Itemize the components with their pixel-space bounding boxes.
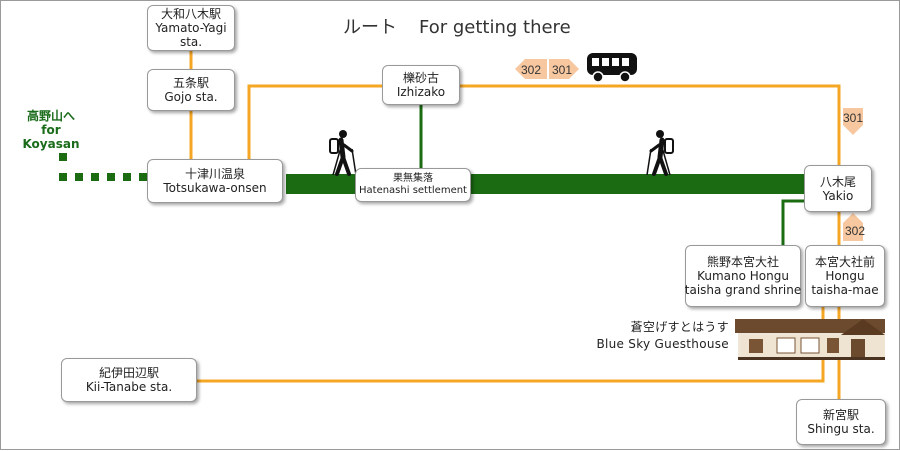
arrow-301-right: 301: [549, 59, 579, 79]
station-name-en: Totsukawa-onsen: [163, 181, 267, 195]
station-name-en: Kumano Hongu: [697, 269, 789, 283]
route-302-label: 302: [521, 63, 541, 77]
hiker-icon: [646, 130, 674, 176]
station-name-en: Shingu sta.: [807, 422, 875, 436]
station-shingu: 新宮駅 Shingu sta.: [796, 399, 886, 445]
koyasan-dotted-trail: [59, 153, 147, 181]
arrow-302-up: 302: [843, 213, 865, 241]
station-name-en: Kii-Tanabe sta.: [85, 380, 173, 394]
station-name-en: Gojo sta.: [164, 90, 218, 104]
station-name-ja: 本宮大社前: [814, 255, 875, 269]
station-name-en-2: sta.: [179, 35, 203, 49]
route-301-label: 301: [552, 63, 572, 77]
title-ja: ルート: [343, 17, 397, 38]
station-name-en: Hongu: [825, 269, 865, 283]
arrow-302-left: 302: [515, 59, 547, 79]
trail-yakio-hongu: [781, 199, 808, 251]
station-totsukawa-onsen: 十津川温泉 Totsukawa-onsen: [147, 159, 283, 203]
guesthouse-label: 蒼空げすとはうす Blue Sky Guesthouse: [596, 319, 729, 353]
koyasan-direction-label: 高野山へ for Koyasan: [11, 109, 91, 151]
station-name-ja: 果無集落: [393, 173, 433, 184]
station-name-en-2: taisha grand shrine: [684, 283, 802, 297]
station-yamato-yagi: 大和八木駅 Yamato-Yagi sta.: [147, 5, 235, 51]
guesthouse-name-ja: 蒼空げすとはうす: [630, 320, 729, 334]
station-name-ja: 熊野本宮大社: [706, 255, 779, 269]
station-name-en: Izhizako: [396, 85, 446, 99]
route-302-up-label: 302: [845, 224, 865, 238]
hiker-icon: [329, 130, 357, 176]
station-gojo: 五条駅 Gojo sta.: [147, 69, 235, 111]
station-name-ja: 十津川温泉: [184, 167, 245, 181]
station-name-en: Yamato-Yagi: [155, 21, 227, 35]
bus-line-main: [247, 84, 841, 401]
station-name-ja: 大和八木駅: [160, 7, 221, 21]
stop-kumano-hongu-taisha: 熊野本宮大社 Kumano Hongu taisha grand shrine: [685, 245, 801, 307]
station-hongu-taisha-mae: 本宮大社前 Hongu taisha-mae: [805, 245, 885, 307]
station-name-ja: 五条駅: [172, 76, 209, 90]
stop-hatenashi-settlement: 果無集落 Hatenashi settlement: [355, 168, 471, 202]
koyasan-en: for Koyasan: [22, 123, 80, 151]
page-title: ルート For getting there: [343, 13, 571, 39]
route-301-down-label: 301: [843, 111, 863, 125]
station-kii-tanabe: 紀伊田辺駅 Kii-Tanabe sta.: [61, 358, 197, 402]
title-en: For getting there: [419, 17, 571, 38]
guesthouse-image: [735, 319, 885, 360]
koyasan-ja: 高野山へ: [26, 109, 75, 123]
station-yakio: 八木尾 Yakio: [804, 165, 872, 212]
bus-icon: [587, 53, 637, 83]
arrow-301-down: 301: [843, 108, 863, 135]
station-name-en: Yakio: [822, 188, 854, 203]
station-name-ja: 紀伊田辺駅: [98, 366, 159, 380]
guesthouse-name-en: Blue Sky Guesthouse: [596, 337, 729, 351]
station-name-ja: 新宮駅: [822, 408, 859, 422]
station-name-en: Hatenashi settlement: [359, 185, 467, 196]
station-name-ja: 櫟砂古: [402, 71, 439, 85]
station-name-en-2: taisha-mae: [811, 283, 879, 297]
station-izhizako: 櫟砂古 Izhizako: [382, 65, 460, 105]
station-name-ja: 八木尾: [819, 174, 856, 189]
